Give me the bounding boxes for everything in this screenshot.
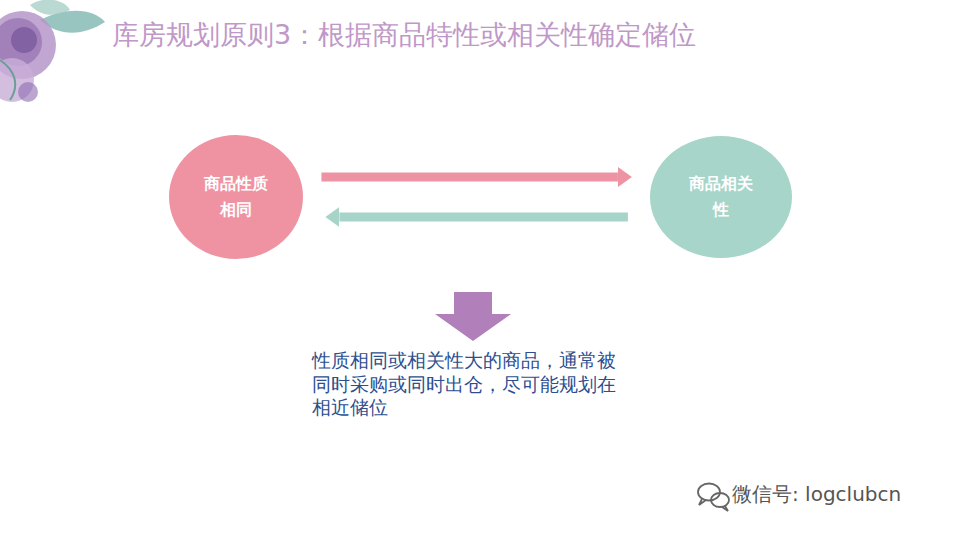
node-text: 商品性质相同: [202, 171, 271, 222]
connector-arrow: [339, 213, 628, 222]
note-text: 性质相同或相关性大的商品，通常被同时采购或同时出仓，尽可能规划在相近储位: [312, 349, 634, 420]
circle-node: 商品性质相同: [169, 135, 303, 259]
watermark: 微信号: logclubcn: [732, 481, 901, 508]
node-text: 商品相关性: [687, 171, 756, 222]
circle-outline: [650, 136, 792, 258]
flower-ornament: [0, 0, 105, 102]
wechat-icon: [698, 484, 729, 512]
circle-fill: [650, 136, 792, 258]
connector-arrow: [321, 173, 618, 182]
circle-node: 商品相关性: [650, 136, 792, 258]
circle-outline: [169, 135, 303, 259]
down-arrow: [435, 292, 511, 341]
slide-title: 库房规划原则3：根据商品特性或相关性确定储位: [112, 17, 696, 53]
circle-fill: [169, 135, 303, 259]
